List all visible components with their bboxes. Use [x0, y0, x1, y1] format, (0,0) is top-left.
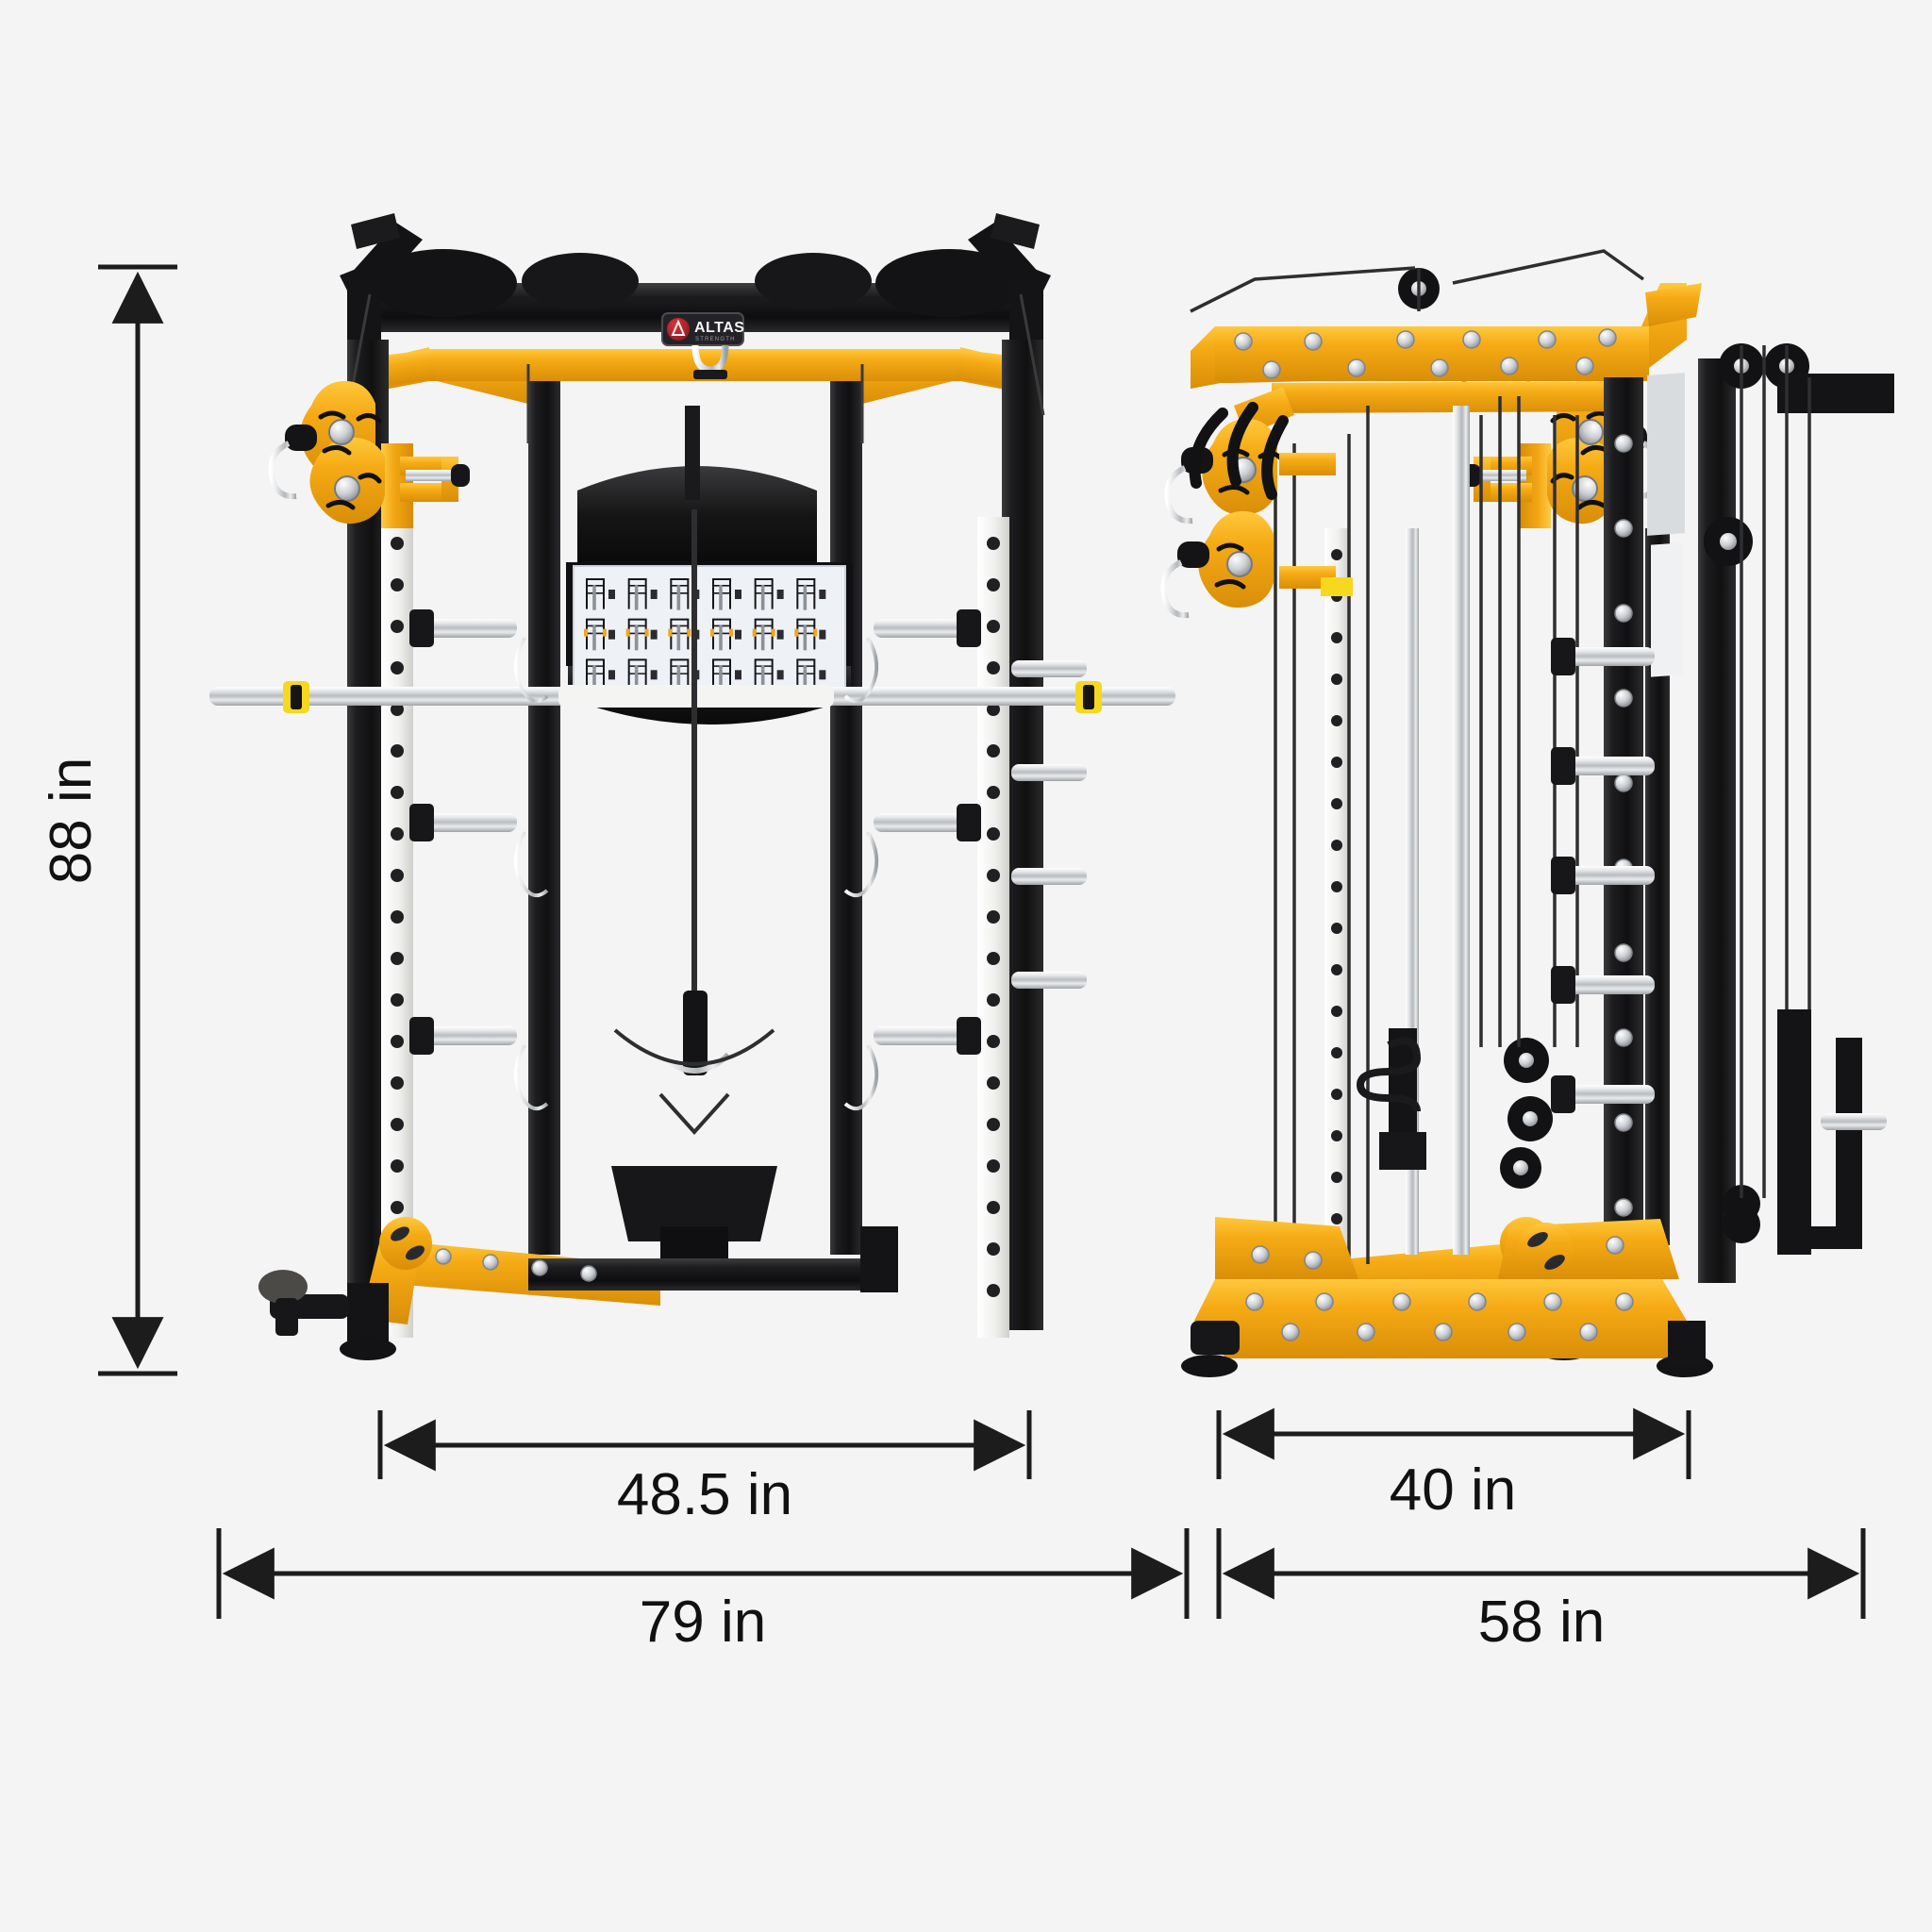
dimension-overall-width-label: 79 in [640, 1590, 766, 1655]
svg-text:STRENGTH: STRENGTH [695, 337, 736, 342]
dimension-overall-depth: 58 in [1216, 1528, 1866, 1655]
dimension-inner-width: 48.5 in [377, 1410, 1032, 1527]
svg-text:ALTAS: ALTAS [694, 320, 744, 336]
exercise-illustration [754, 658, 784, 691]
dimension-overall-depth-label: 58 in [1478, 1590, 1605, 1655]
dimension-inner-width-label: 48.5 in [617, 1462, 792, 1527]
exercise-illustration [584, 618, 615, 651]
exercise-illustration [586, 578, 615, 610]
accessory-pegs [409, 609, 981, 1111]
exercise-illustration [796, 658, 826, 691]
exercise-illustration [752, 618, 784, 651]
dimension-inner-depth: 40 in [1216, 1407, 1691, 1523]
side-view-machine [1160, 249, 1894, 1377]
front-view-machine: ALTAS STRENGTH [209, 213, 1664, 1360]
weight-horns [1011, 660, 1087, 989]
brand-logo: ALTAS STRENGTH [661, 312, 744, 346]
exercise-illustration [586, 658, 615, 691]
white-upright-right [977, 517, 1009, 1338]
exercise-illustration [754, 578, 784, 610]
exercise-illustration [625, 618, 658, 651]
dimension-height: 88 in [39, 264, 177, 1376]
white-upright-left [381, 517, 413, 1338]
exercise-illustration [794, 618, 826, 651]
exercise-illustration [796, 578, 826, 610]
side-pulley-carriage [1160, 418, 1353, 619]
dimension-height-label: 88 in [39, 758, 104, 884]
dimension-overall-width: 79 in [216, 1528, 1190, 1655]
exercise-illustration [712, 578, 741, 610]
dimension-inner-depth-label: 40 in [1390, 1457, 1516, 1523]
exercise-illustration [710, 618, 741, 651]
exercise-chart-placard [573, 565, 846, 705]
spring-assembly [1356, 1028, 1426, 1170]
exercise-illustration [627, 658, 658, 691]
exercise-illustration [712, 658, 741, 691]
pulley-carriage-left [268, 380, 470, 528]
low-pulley [611, 509, 777, 1258]
exercise-illustration [627, 578, 658, 610]
